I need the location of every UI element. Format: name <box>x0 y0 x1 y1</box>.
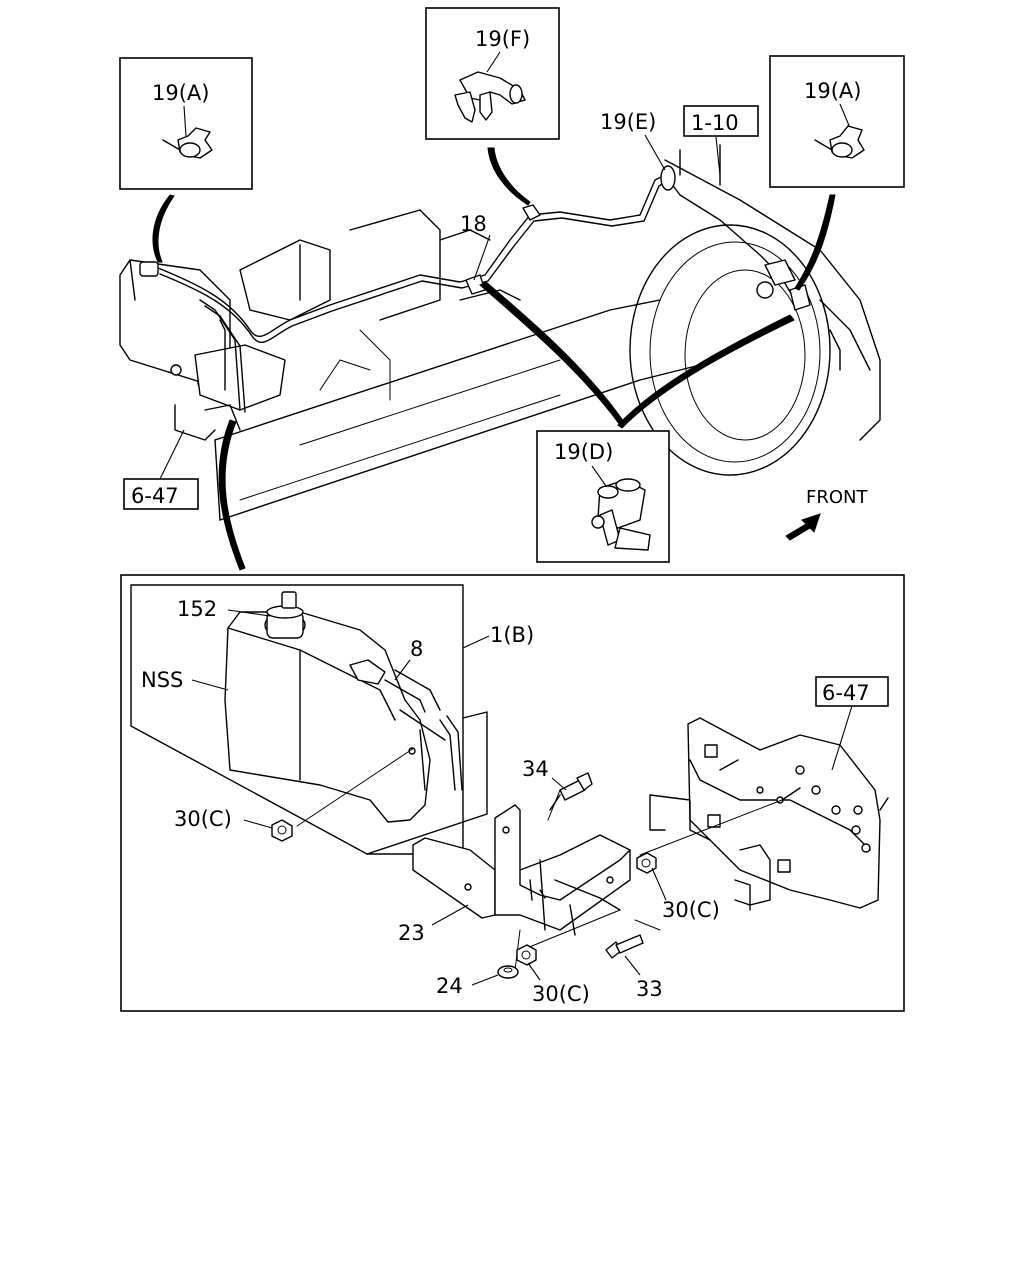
hose-clip-icon <box>764 259 796 286</box>
cap-152-label: 152 <box>177 597 217 621</box>
bolt-icon <box>549 772 593 811</box>
ref-box-6-47-detail <box>815 676 889 707</box>
callout-19f-label: 19(F) <box>475 27 530 51</box>
hose-8-label: 8 <box>410 637 423 661</box>
ref-6-47-detail-label: 6-47 <box>822 681 870 705</box>
bolt-icon <box>605 934 644 959</box>
tank-assy-1b-label: 1(B) <box>490 623 534 647</box>
nut-30c-left-label: 30(C) <box>174 807 232 831</box>
bolt-34-label: 34 <box>522 757 549 781</box>
hose-clip-icon <box>660 165 676 191</box>
bolt-33-label: 33 <box>636 977 663 1001</box>
nut-30c-bottom-label: 30(C) <box>532 982 590 1006</box>
ref-box-6-47-top <box>123 478 199 510</box>
callout-19e-label: 19(E) <box>600 110 656 134</box>
callout-19a-left-label: 19(A) <box>152 81 209 105</box>
pointer-curves <box>152 147 836 571</box>
overview-illustration <box>119 144 881 521</box>
bracket-23-label: 23 <box>398 921 425 945</box>
nut-icon <box>497 965 519 979</box>
reserve-tank-icon <box>224 591 446 823</box>
bracket-icon <box>412 804 631 936</box>
nut-icon <box>516 944 537 966</box>
hose-clip-icon <box>454 71 526 123</box>
nut-24-label: 24 <box>436 974 463 998</box>
clamp-icon <box>814 125 865 159</box>
nut-icon <box>636 852 657 874</box>
callout-box-19f: 19(F) <box>425 7 560 140</box>
hose-clip-icon <box>522 204 541 221</box>
clamp-icon <box>162 127 213 159</box>
callout-19a-right-label: 19(A) <box>804 79 861 103</box>
hose-18-label: 18 <box>460 212 487 236</box>
front-label: FRONT <box>806 487 868 508</box>
ref-1-10-label: 1-10 <box>691 111 739 135</box>
ref-box-1-10 <box>683 105 759 137</box>
callout-19d-label: 19(D) <box>554 440 613 464</box>
callout-box-19d: 19(D) <box>536 430 670 563</box>
ref-6-47-top-label: 6-47 <box>131 484 179 508</box>
callout-box-19a-left: 19(A) <box>119 57 253 190</box>
hose-clip-icon <box>591 478 651 551</box>
detail-panel: 152 8 1(B) NSS 6-47 34 30(C) 30(C) 23 33… <box>120 574 905 1012</box>
nut-30c-right-label: 30(C) <box>662 898 720 922</box>
front-arrow-icon <box>785 513 821 541</box>
nut-icon <box>271 819 293 842</box>
nss-label: NSS <box>141 668 183 692</box>
callout-box-19a-right: 19(A) <box>769 55 905 188</box>
frame-bracket-icon <box>649 717 889 911</box>
